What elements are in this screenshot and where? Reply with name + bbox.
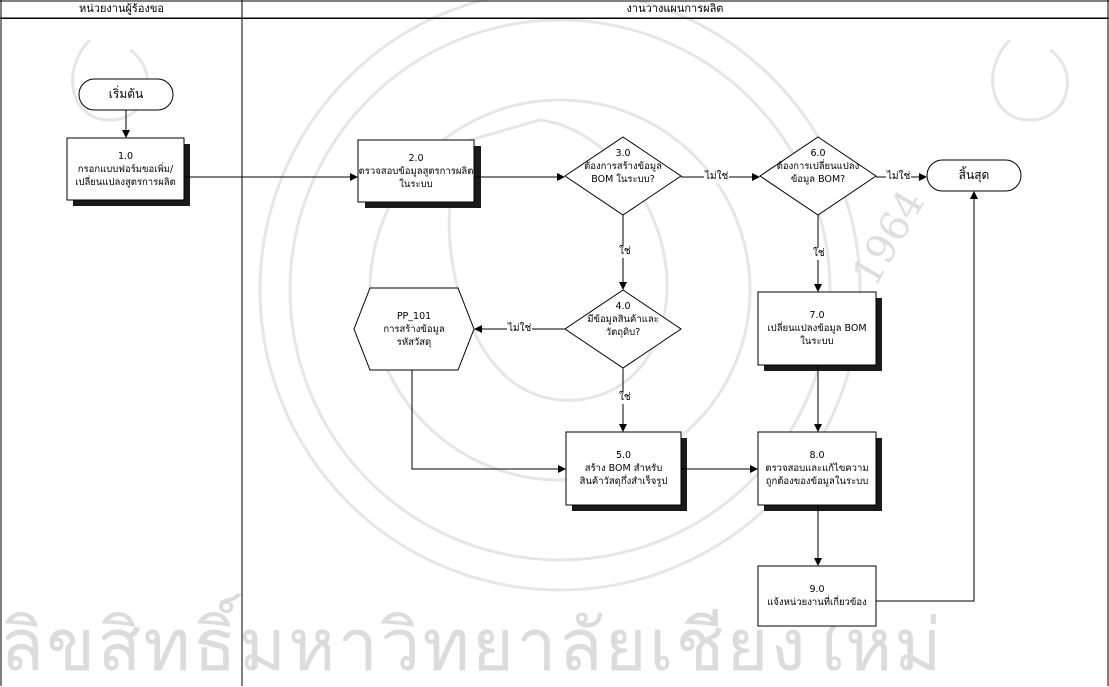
process-5-number: 5.0 xyxy=(615,450,632,461)
process-9-line1: แจ้งหน่วยงานที่เกี่ยวข้อง xyxy=(767,597,867,608)
decision-3-line1: ต้องการสร้างข้อมูล xyxy=(584,160,662,172)
process-1-number: 1.0 xyxy=(117,150,134,162)
process-2-label: 2.0 ตรวจสอบข้อมูลสูตรการผลิต ในระบบ xyxy=(358,140,474,202)
edge-label-d4-yes: ใช่ xyxy=(618,392,632,404)
decision-6-line2: ข้อมูล BOM? xyxy=(790,173,846,185)
decision-4-label: 4.0 มีข้อมูลสินค้าและ วัตถุดิบ? xyxy=(565,299,681,339)
edge-label-d4-no: ไม่ใช่ xyxy=(507,323,533,335)
process-2-line2: ในระบบ xyxy=(399,178,433,190)
process-box-5 xyxy=(565,431,682,506)
process-box-9 xyxy=(757,565,877,627)
process-1-line2: เปลี่ยนแปลงสูตรการผลิต xyxy=(75,176,176,188)
process-8-number: 8.0 xyxy=(809,450,825,461)
process-box-1 xyxy=(66,137,185,201)
decision-4-line1: มีข้อมูลสินค้าและ xyxy=(587,313,659,325)
start-label: เริ่มต้น xyxy=(79,79,173,110)
pp101-line2: รหัสวัสดุ xyxy=(396,336,432,348)
decision-4-line2: วัตถุดิบ? xyxy=(605,326,641,338)
process-5-label: 5.0 สร้าง BOM สำหรับ สินค้าวัสดุกึ่งสำเร… xyxy=(566,432,681,505)
end-text: สิ้นสุด xyxy=(958,168,990,182)
process-5-line1: สร้าง BOM สำหรับ xyxy=(584,463,663,474)
process-8-line2: ถูกต้องของข้อมูลในระบบ xyxy=(765,476,869,487)
process-7-label: 7.0 เปลี่ยนแปลงข้อมูล BOM ในระบบ xyxy=(758,292,876,365)
lane-header-requester: หน่วยงานผู้ร้องขอ xyxy=(1,0,242,19)
edge-label-d3-no: ไม่ใช่ xyxy=(704,171,730,183)
process-2-line1: ตรวจสอบข้อมูลสูตรการผลิต xyxy=(358,165,474,177)
decision-6-number: 6.0 xyxy=(810,147,826,159)
process-8-label: 8.0 ตรวจสอบและแก้ไขความ ถูกต้องของข้อมูล… xyxy=(758,432,876,505)
edge-label-d6-no: ไม่ใช่ xyxy=(886,171,912,183)
process-box-7 xyxy=(757,291,877,366)
process-box-8 xyxy=(757,431,877,506)
offpage-connector-pp101 xyxy=(353,287,475,371)
start-text: เริ่มต้น xyxy=(108,87,144,101)
lane-header-planning: งานวางแผนการผลิต xyxy=(242,0,1108,19)
process-5-line2: สินค้าวัสดุกึ่งสำเร็จรูป xyxy=(579,476,668,487)
process-box-2 xyxy=(357,139,475,203)
decision-3-number: 3.0 xyxy=(615,147,631,159)
decision-4-number: 4.0 xyxy=(615,300,631,312)
process-7-line1: เปลี่ยนแปลงข้อมูล BOM xyxy=(767,323,867,334)
decision-3-label: 3.0 ต้องการสร้างข้อมูล BOM ในระบบ? xyxy=(565,146,681,186)
process-7-line2: ในระบบ xyxy=(800,336,834,347)
process-2-number: 2.0 xyxy=(408,152,424,164)
decision-6-label: 6.0 ต้องการเปลี่ยนแปลง ข้อมูล BOM? xyxy=(760,146,876,186)
process-7-number: 7.0 xyxy=(809,310,825,321)
edge-label-d6-yes: ใช่ xyxy=(812,248,826,260)
pp101-number: PP_101 xyxy=(396,310,432,322)
process-8-line1: ตรวจสอบและแก้ไขความ xyxy=(765,463,869,474)
process-9-label: 9.0 แจ้งหน่วยงานที่เกี่ยวข้อง xyxy=(758,566,876,626)
process-9-number: 9.0 xyxy=(809,584,825,595)
edge-label-d3-yes: ใช่ xyxy=(618,246,632,258)
end-label: สิ้นสุด xyxy=(927,160,1021,191)
pp101-line1: การสร้างข้อมูล xyxy=(383,323,445,335)
process-1-line1: กรอกแบบฟอร์มขอเพิ่ม/ xyxy=(77,163,174,175)
process-1-label: 1.0 กรอกแบบฟอร์มขอเพิ่ม/ เปลี่ยนแปลงสูตร… xyxy=(67,138,184,200)
decision-6-line1: ต้องการเปลี่ยนแปลง xyxy=(776,160,860,172)
decision-3-line2: BOM ในระบบ? xyxy=(591,173,655,185)
pp101-label: PP_101 การสร้างข้อมูล รหัสวัสดุ xyxy=(358,288,470,370)
